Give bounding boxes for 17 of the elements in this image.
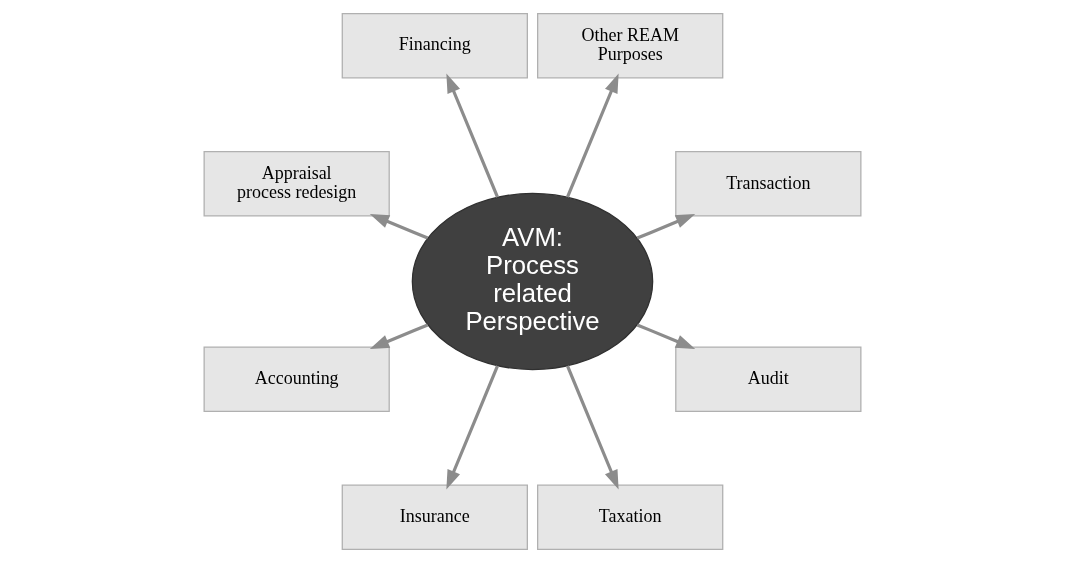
arrow bbox=[369, 214, 429, 240]
node-box: Insurance bbox=[341, 484, 528, 551]
node-ellipse: AVM: Process related Perspective bbox=[411, 192, 654, 371]
arrow bbox=[446, 365, 499, 490]
arrow bbox=[636, 214, 696, 240]
node-box: Accounting bbox=[203, 346, 390, 412]
arrow bbox=[369, 323, 429, 349]
node-box: Transaction bbox=[675, 151, 862, 217]
arrow bbox=[566, 73, 619, 198]
arrow bbox=[446, 73, 499, 198]
node-box: Taxation bbox=[537, 484, 724, 551]
arrow bbox=[636, 323, 696, 349]
arrow bbox=[566, 365, 619, 490]
node-box: Financing bbox=[341, 12, 528, 79]
node-box: Audit bbox=[675, 346, 862, 412]
node-box: Appraisal process redesign bbox=[203, 151, 390, 217]
node-box: Other REAM Purposes bbox=[537, 12, 724, 79]
